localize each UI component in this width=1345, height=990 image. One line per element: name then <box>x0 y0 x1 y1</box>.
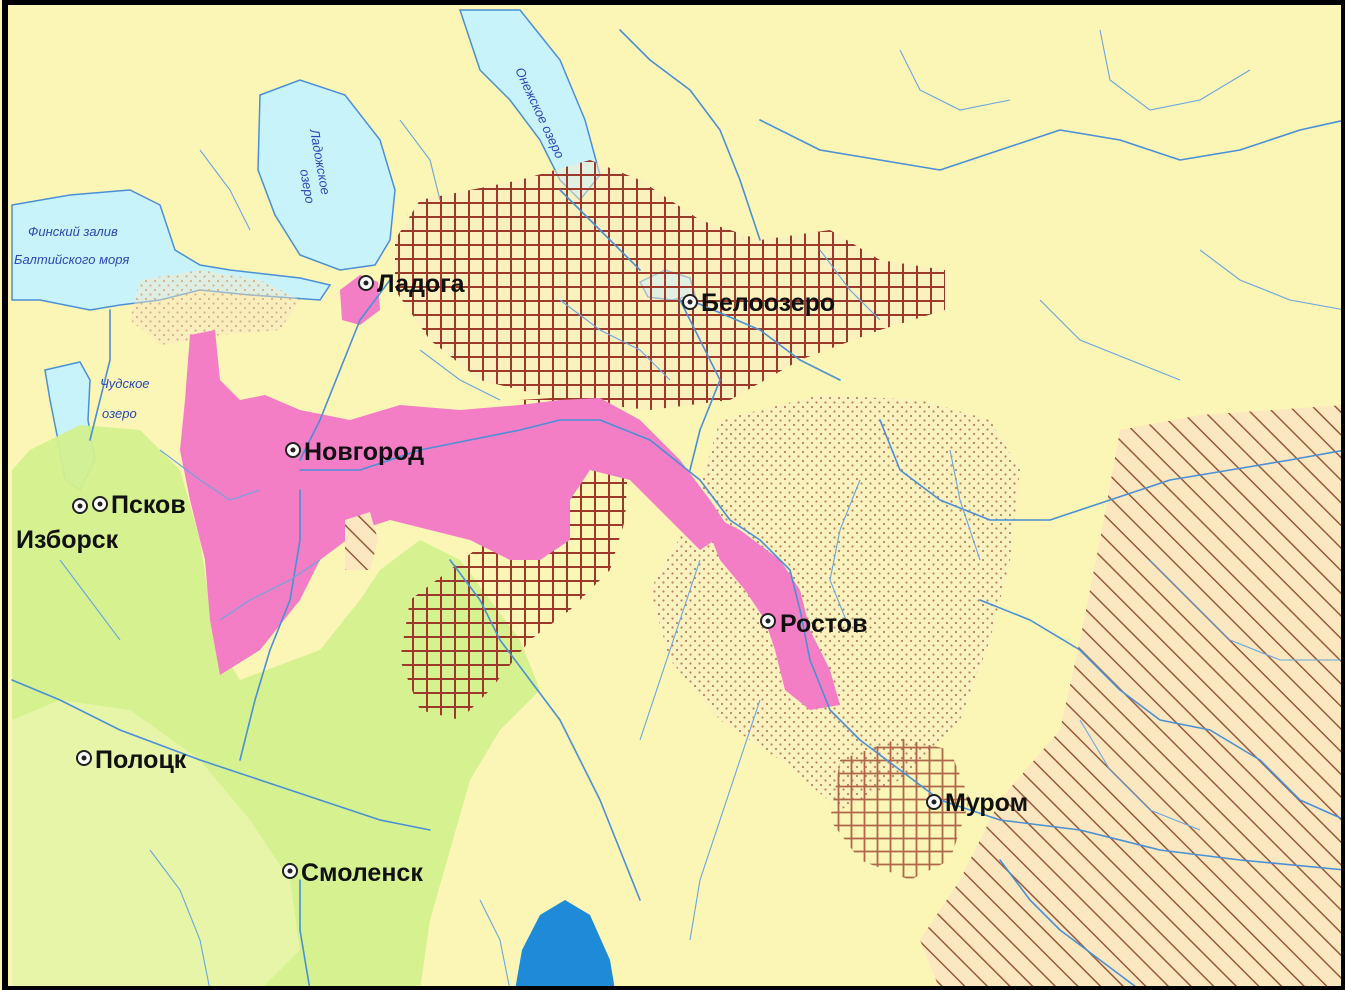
city-polotsk: Полоцк <box>76 746 187 774</box>
city-novgorod: Новгород <box>285 438 424 466</box>
dotted-region-west <box>130 270 300 345</box>
city-label-rostov: Ростов <box>780 610 867 638</box>
lake-ladoga <box>257 79 396 271</box>
deep-water <box>515 900 615 990</box>
ladoga-lake-label-line2: озеро <box>297 168 318 205</box>
gulf-label-line1: Финский залив <box>28 224 118 239</box>
city-label-smolensk: Смоленск <box>301 859 423 887</box>
city-rostov: Ростов <box>760 610 867 638</box>
pink-region-novgorod <box>180 330 730 675</box>
city-label-novgorod: Новгород <box>304 438 424 466</box>
city-label-polotsk: Полоцк <box>95 746 187 774</box>
city-beloozero: Белоозеро <box>682 289 835 317</box>
city-label-murom: Муром <box>945 789 1028 817</box>
city-label-izborsk: Изборск <box>16 526 119 554</box>
city-smolensk: Смоленск <box>282 859 423 887</box>
river-network <box>11 29 1345 990</box>
striped-region-east <box>920 405 1345 990</box>
gulf-label-line2: Балтийского моря <box>14 252 129 267</box>
pink-region-rostov <box>700 510 840 710</box>
grid-region-murom <box>830 738 970 880</box>
city-label-pskov: Псков <box>111 491 186 519</box>
peipus-label-line2: озеро <box>102 406 137 421</box>
city-murom: Муром <box>926 789 1028 817</box>
peipus-label-line1: Чудское <box>100 376 150 391</box>
city-ladoga: Ладога <box>358 270 466 298</box>
striped-patch-small <box>345 512 378 570</box>
city-label-ladoga: Ладога <box>377 270 466 298</box>
city-pskov: Псков <box>72 491 186 519</box>
city-izborsk: Изборск <box>16 526 119 554</box>
green-region-light <box>12 700 300 990</box>
city-label-beloozero: Белоозеро <box>701 289 835 317</box>
